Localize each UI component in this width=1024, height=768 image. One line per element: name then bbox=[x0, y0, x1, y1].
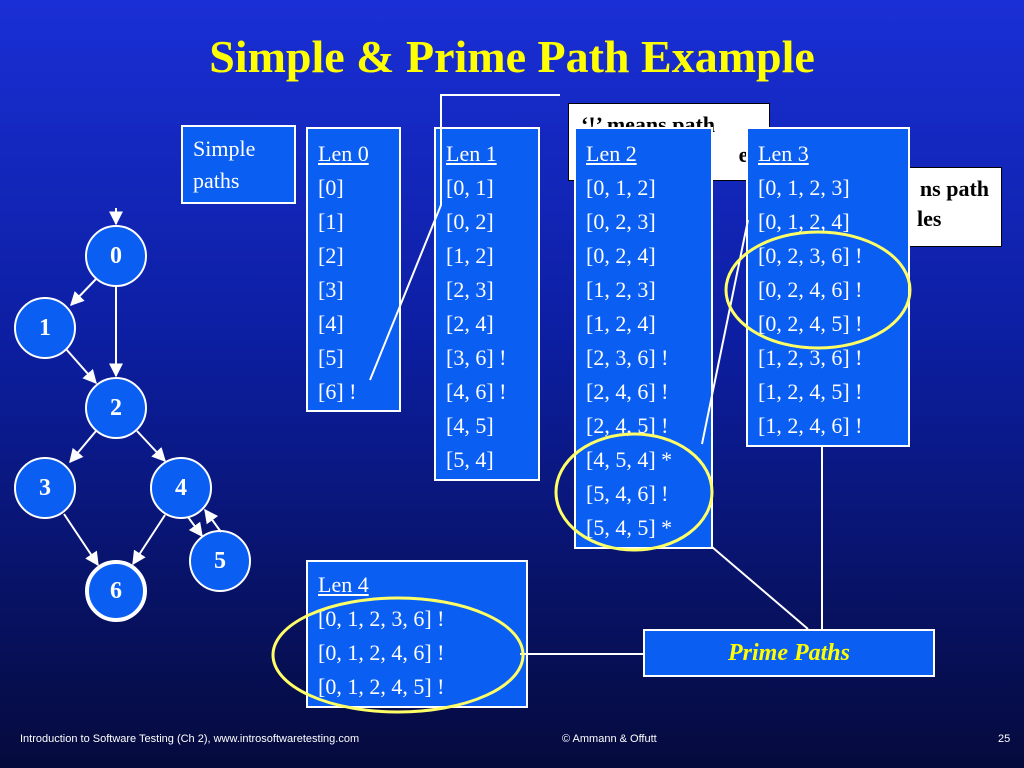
list-item: [2, 3] bbox=[446, 277, 494, 302]
list-item: [3, 6] ! bbox=[446, 345, 507, 370]
list-item: [0, 1, 2, 4, 6] ! bbox=[318, 640, 445, 665]
list-item: [0] bbox=[318, 175, 344, 200]
graph-node-1: 1 bbox=[14, 297, 76, 359]
list-item: [4] bbox=[318, 311, 344, 336]
len0-header: Len 0 bbox=[318, 141, 369, 166]
list-item: [2, 3, 6] ! bbox=[586, 345, 669, 370]
prime-highlight-len2 bbox=[554, 432, 714, 552]
list-item: [5, 4] bbox=[446, 447, 494, 472]
len1-box: Len 1 [0, 1] [0, 2] [1, 2] [2, 3] [2, 4]… bbox=[434, 127, 540, 481]
len3-header: Len 3 bbox=[758, 141, 809, 166]
list-item: [3] bbox=[318, 277, 344, 302]
list-item: [0, 1, 2, 3] bbox=[758, 175, 850, 200]
list-item: [0, 1, 2, 3, 6] ! bbox=[318, 606, 445, 631]
footer-page-number: 25 bbox=[998, 733, 1011, 745]
footer-copyright: © Ammann & Offutt bbox=[562, 733, 657, 745]
list-item: [2, 4] bbox=[446, 311, 494, 336]
list-item: [1, 2, 3] bbox=[586, 277, 656, 302]
len3-box: Len 3 [0, 1, 2, 3] [0, 1, 2, 4] [0, 2, 3… bbox=[746, 127, 910, 447]
graph-node-6: 6 bbox=[85, 560, 147, 622]
list-item: [5, 4, 6] ! bbox=[586, 481, 669, 506]
graph-node-0: 0 bbox=[85, 225, 147, 287]
graph-edge-5-4 bbox=[204, 508, 222, 533]
list-item: [0, 1] bbox=[446, 175, 494, 200]
list-item: [0, 2, 3, 6] ! bbox=[758, 243, 863, 268]
list-item: [5] bbox=[318, 345, 344, 370]
slide-title: Simple & Prime Path Example bbox=[209, 31, 815, 82]
prime-highlight-len3 bbox=[724, 230, 912, 350]
len4-box: Len 4 [0, 1, 2, 3, 6] ! [0, 1, 2, 4, 6] … bbox=[306, 560, 528, 708]
graph-edge-0-1 bbox=[70, 278, 97, 307]
list-item: [0, 2, 4, 6] ! bbox=[758, 277, 863, 302]
list-item: [0, 2, 3] bbox=[586, 209, 656, 234]
graph-node-3: 3 bbox=[14, 457, 76, 519]
list-item: [1, 2, 4, 5] ! bbox=[758, 379, 863, 404]
prime-connector-len2 bbox=[711, 546, 809, 630]
list-item: [1, 2] bbox=[446, 243, 494, 268]
graph-node-5: 5 bbox=[189, 530, 251, 592]
graph-edge-4-5 bbox=[187, 516, 203, 538]
graph-edge-2-4 bbox=[136, 430, 166, 463]
list-item: [5, 4, 5] * bbox=[586, 515, 673, 540]
len4-header: Len 4 bbox=[318, 572, 369, 597]
list-item: [0, 2] bbox=[446, 209, 494, 234]
graph-node-4: 4 bbox=[150, 457, 212, 519]
list-item: [0, 1, 2] bbox=[586, 175, 656, 200]
graph-edge-2-3 bbox=[69, 430, 97, 464]
list-item: [0, 2, 4, 5] ! bbox=[758, 311, 863, 336]
graph-node-2: 2 bbox=[85, 377, 147, 439]
list-item: [4, 6] ! bbox=[446, 379, 507, 404]
list-item: [6] ! bbox=[318, 379, 357, 404]
len2-header: Len 2 bbox=[586, 141, 637, 166]
list-item: [1] bbox=[318, 209, 344, 234]
graph-edge-3-6 bbox=[63, 513, 99, 567]
list-item: [2, 4, 6] ! bbox=[586, 379, 669, 404]
list-item: [4, 5, 4] * bbox=[586, 447, 673, 472]
note-cycles-line1: ns path bbox=[919, 176, 989, 201]
note-cycles-line2: les bbox=[917, 206, 942, 231]
list-item: [0, 2, 4] bbox=[586, 243, 656, 268]
list-item: [0, 1, 2, 4] bbox=[758, 209, 850, 234]
graph-edge-1-2 bbox=[65, 348, 97, 385]
len2-box: Len 2 [0, 1, 2] [0, 2, 3] [0, 2, 4] [1, … bbox=[574, 127, 713, 549]
list-item: [2] bbox=[318, 243, 344, 268]
list-item: [0, 1, 2, 4, 5] ! bbox=[318, 674, 445, 699]
len1-header: Len 1 bbox=[446, 141, 497, 166]
simple-paths-label: Simple paths bbox=[181, 125, 296, 204]
graph-edge-4-6 bbox=[132, 514, 166, 566]
list-item: [1, 2, 4, 6] ! bbox=[758, 413, 863, 438]
note-bang-connector bbox=[369, 94, 560, 381]
prime-paths-label: Prime Paths bbox=[643, 629, 935, 677]
footer-source: Introduction to Software Testing (Ch 2),… bbox=[20, 733, 360, 745]
simple-label-line2: paths bbox=[193, 168, 240, 193]
list-item: [4, 5] bbox=[446, 413, 494, 438]
list-item: [1, 2, 4] bbox=[586, 311, 656, 336]
len0-box: Len 0 [0] [1] [2] [3] [4] [5] [6] ! bbox=[306, 127, 401, 412]
note-star-connector bbox=[701, 219, 749, 445]
simple-label-line1: Simple bbox=[193, 136, 256, 161]
prime-highlight-len4 bbox=[271, 596, 525, 714]
